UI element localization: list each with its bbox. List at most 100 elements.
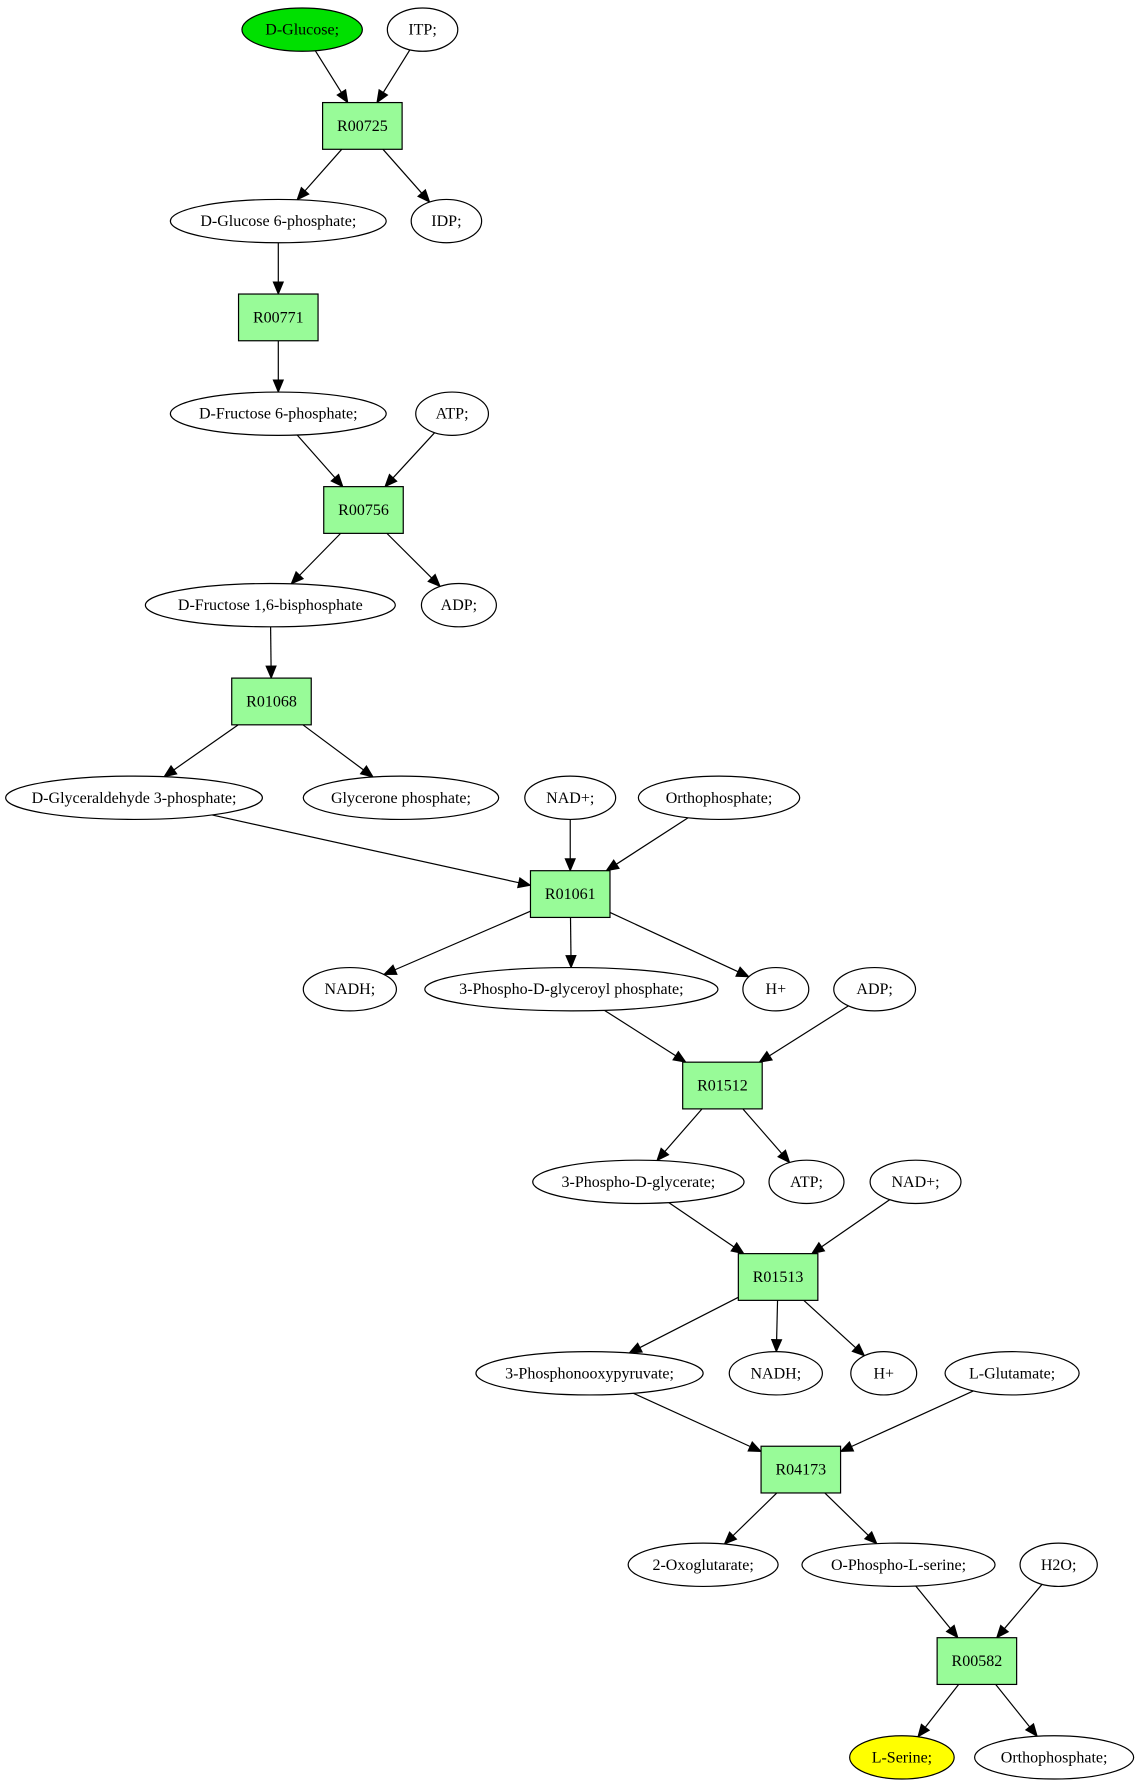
edge-arrow <box>386 532 442 588</box>
edge-line <box>302 724 364 771</box>
arrowhead <box>863 1530 878 1545</box>
reaction-node: R04173 <box>760 1445 842 1494</box>
edge-line <box>211 814 519 884</box>
arrowhead <box>851 1343 866 1357</box>
arrowhead <box>995 1624 1010 1639</box>
edge-line <box>821 1199 891 1248</box>
compound-label: NADH; <box>325 981 376 998</box>
edge-line <box>995 1684 1031 1728</box>
compound-node: ATP; <box>415 391 490 436</box>
compound-node: L-Glutamate; <box>944 1351 1080 1396</box>
compound-label: D-Glucose 6-phosphate; <box>200 213 356 230</box>
compound-label: H+ <box>873 1365 894 1382</box>
compound-ellipse <box>424 966 719 1012</box>
compound-node: ITP; <box>386 7 459 52</box>
arrowhead <box>163 764 178 778</box>
edge-line <box>609 911 739 973</box>
edge-arrow <box>742 1108 791 1164</box>
compound-ellipse <box>728 1351 824 1396</box>
compound-label: D-Fructose 6-phosphate; <box>199 406 358 423</box>
reaction-label: R00582 <box>952 1653 1003 1670</box>
compound-node: Glycerone phosphate; <box>302 775 500 821</box>
edge-arrow <box>163 724 239 778</box>
edge-line <box>314 50 342 93</box>
arrowhead <box>272 379 285 394</box>
compound-label: H2O; <box>1041 1557 1077 1574</box>
edge-arrow <box>995 1583 1043 1639</box>
arrowhead <box>265 665 277 680</box>
arrowhead <box>605 859 620 872</box>
edge-line <box>616 817 689 865</box>
compound-label: 3-Phospho-D-glycerate; <box>562 1174 716 1191</box>
compound-ellipse <box>833 966 917 1012</box>
reaction-node: R01061 <box>529 870 611 919</box>
compound-ellipse <box>410 198 483 244</box>
edge-arrow <box>382 910 531 976</box>
edge-arrow <box>633 1392 763 1453</box>
reaction-label: R01068 <box>246 693 297 710</box>
edge-arrow <box>376 49 411 104</box>
compound-ellipse <box>415 391 490 436</box>
compound-label: NAD+; <box>891 1174 939 1191</box>
compound-node: O-Phospho-L-serine; <box>801 1542 996 1588</box>
compound-node: 3-Phospho-D-glyceroyl phosphate; <box>424 966 719 1012</box>
compound-label: NADH; <box>750 1365 801 1382</box>
edge-line <box>769 1005 849 1057</box>
edge-line <box>299 532 342 576</box>
arrowhead <box>427 573 442 588</box>
compound-node: NADH; <box>728 1351 824 1396</box>
compound-node: ADP; <box>833 966 917 1012</box>
edge-arrow <box>656 1108 703 1162</box>
edge-arrow <box>915 1585 959 1639</box>
edge-line <box>824 1492 869 1536</box>
compound-ellipse <box>169 391 387 436</box>
edge-arrow <box>290 532 342 585</box>
edge-line <box>304 148 343 192</box>
compound-label: ATP; <box>790 1174 823 1191</box>
compound-ellipse <box>801 1542 996 1588</box>
compound-ellipse <box>532 1159 745 1205</box>
arrowhead <box>376 88 389 104</box>
edge-line <box>732 1492 778 1537</box>
compound-label: 2-Oxoglutarate; <box>652 1557 753 1574</box>
edge-line <box>776 1300 779 1340</box>
reaction-node: R01513 <box>737 1253 819 1301</box>
edge-arrow <box>803 1299 866 1357</box>
compound-node: NAD+; <box>524 775 617 821</box>
compound-node: 2-Oxoglutarate; <box>627 1542 779 1588</box>
arrowhead <box>777 1149 791 1164</box>
compound-ellipse <box>241 7 363 52</box>
edge-arrow <box>296 148 343 201</box>
edge-arrow <box>995 1684 1038 1738</box>
edges-layer <box>163 49 1043 1738</box>
compound-label: Orthophosphate; <box>1001 1749 1108 1766</box>
edge-line <box>639 1296 739 1349</box>
edge-line <box>924 1684 960 1728</box>
compound-node: ATP; <box>768 1159 845 1205</box>
compound-label: NAD+; <box>546 790 594 807</box>
compound-ellipse <box>944 1351 1080 1396</box>
arrowhead <box>656 1147 670 1162</box>
reaction-node: R01512 <box>682 1061 763 1110</box>
compound-label: Orthophosphate; <box>666 790 773 807</box>
compound-node: D-Glucose; <box>241 7 363 52</box>
edge-arrow <box>839 1390 974 1453</box>
arrowhead <box>735 966 751 978</box>
arrowhead <box>330 473 344 488</box>
compound-ellipse <box>386 7 459 52</box>
edge-line <box>392 432 436 479</box>
reaction-label: R00756 <box>338 502 389 519</box>
compound-ellipse <box>1019 1542 1098 1588</box>
edge-arrow <box>609 911 751 978</box>
arrowhead <box>917 1723 931 1738</box>
reaction-label: R00771 <box>253 309 304 326</box>
reaction-node: R00771 <box>237 293 319 342</box>
compound-label: D-Glyceraldehyde 3-phosphate; <box>32 790 237 807</box>
compound-ellipse <box>144 582 396 628</box>
reaction-node: R00582 <box>936 1637 1018 1686</box>
reaction-box <box>737 1253 819 1301</box>
edge-arrow <box>211 814 532 889</box>
compound-node: D-Glyceraldehyde 3-phosphate; <box>5 775 263 821</box>
compound-label: Glycerone phosphate; <box>331 790 471 807</box>
compound-node: ADP; <box>420 582 497 628</box>
